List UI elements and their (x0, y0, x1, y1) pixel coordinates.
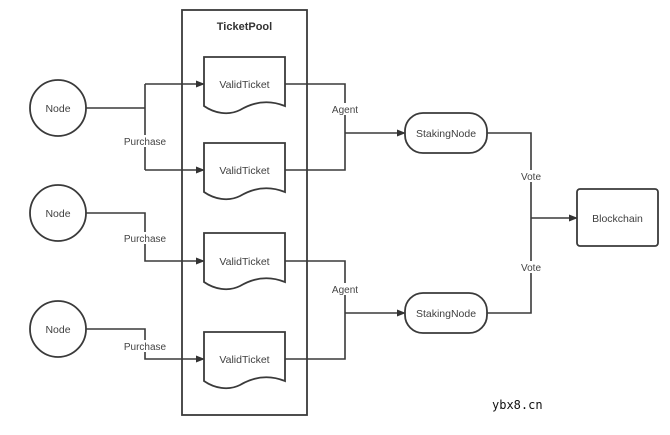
vote-label-2: Vote (521, 263, 541, 274)
purchase-label-3: Purchase (124, 342, 167, 353)
ticket-4-label: ValidTicket (219, 354, 269, 366)
node-1-label: Node (45, 103, 70, 115)
ticket-4: ValidTicket (203, 331, 286, 390)
blockchain-box: Blockchain (576, 188, 659, 247)
node-3: Node (29, 300, 87, 358)
node-3-label: Node (45, 324, 70, 336)
blockchain-label: Blockchain (592, 213, 643, 225)
connector-agent-2 (285, 260, 346, 360)
ticket-pool-title: TicketPool (217, 21, 272, 33)
node-1: Node (29, 79, 87, 137)
staking-node-1-label: StakingNode (416, 128, 476, 140)
purchase-label-2: Purchase (124, 234, 167, 245)
watermark: ybx8.cn (492, 398, 543, 412)
ticket-3-label: ValidTicket (219, 256, 269, 268)
node-2-label: Node (45, 208, 70, 220)
node-2: Node (29, 184, 87, 242)
connector-vote (487, 132, 532, 314)
agent-label-2: Agent (332, 285, 358, 296)
vote-label-1: Vote (521, 172, 541, 183)
ticket-pool-container (181, 9, 308, 416)
purchase-label-1: Purchase (124, 137, 167, 148)
staking-node-2-label: StakingNode (416, 308, 476, 320)
connector-agent-1 (285, 83, 346, 171)
agent-label-1: Agent (332, 105, 358, 116)
ticket-2: ValidTicket (203, 142, 286, 201)
ticket-1: ValidTicket (203, 56, 286, 115)
staking-node-2: StakingNode (404, 292, 488, 334)
ticket-3: ValidTicket (203, 232, 286, 291)
ticket-2-label: ValidTicket (219, 165, 269, 177)
connector-node1-purchase (86, 84, 146, 170)
ticket-1-label: ValidTicket (219, 79, 269, 91)
staking-node-1: StakingNode (404, 112, 488, 154)
